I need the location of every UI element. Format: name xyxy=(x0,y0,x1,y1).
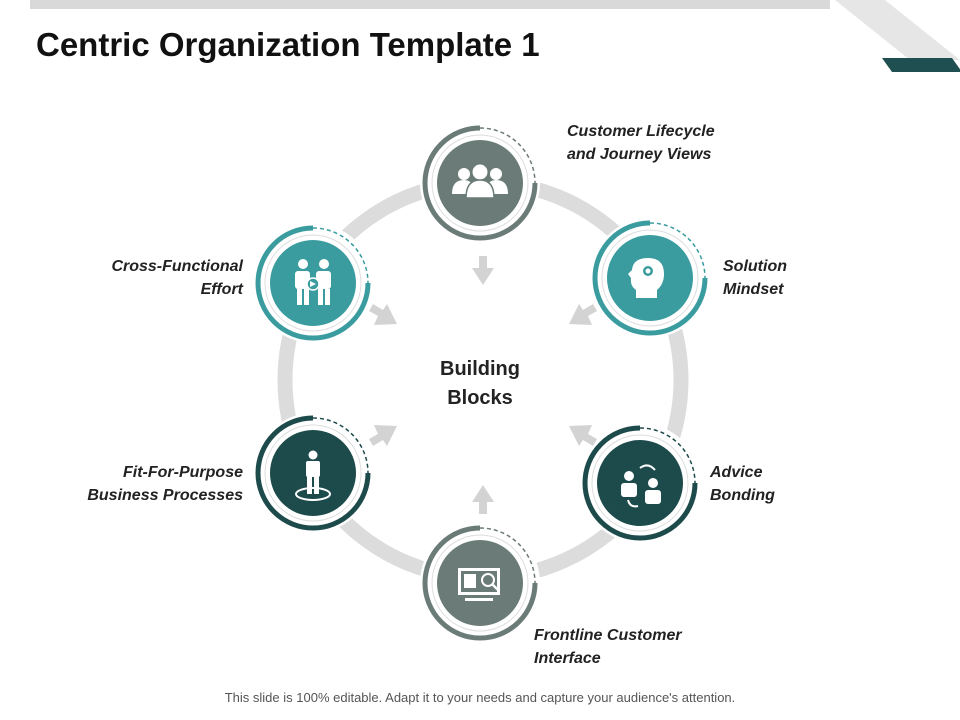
label-line: Solution xyxy=(723,258,787,275)
node-customer-lifecycle xyxy=(420,123,540,243)
node-solution-mindset xyxy=(590,218,710,338)
page-title: Centric Organization Template 1 xyxy=(36,26,540,63)
node-advice-bonding xyxy=(580,423,700,543)
head-lightbulb-icon xyxy=(628,258,664,298)
label-line: Fit-For-Purpose xyxy=(123,464,243,481)
node-fit-for-purpose xyxy=(253,413,373,533)
arrow-upper-right xyxy=(569,304,597,325)
node-cross-functional xyxy=(253,223,373,343)
footer-note: This slide is 100% editable. Adapt it to… xyxy=(224,690,736,705)
label-fit-for-purpose: Fit-For-Purpose Business Processes xyxy=(43,461,243,507)
label-line: Business Processes xyxy=(87,487,243,504)
top-decor-bar xyxy=(30,0,830,9)
arrow-lower-left xyxy=(369,425,397,446)
label-line: Customer Lifecycle xyxy=(567,123,715,140)
monitor-search-icon xyxy=(458,568,500,601)
node-frontline-customer xyxy=(420,523,540,643)
people-exchange-icon xyxy=(621,464,661,508)
arrow-top xyxy=(472,256,494,285)
center-line-2: Blocks xyxy=(447,387,513,409)
arrow-upper-left xyxy=(369,304,397,325)
inward-arrows xyxy=(369,256,597,514)
two-people-icon xyxy=(295,259,331,305)
label-line: Interface xyxy=(534,650,601,667)
center-label: Building Blocks xyxy=(400,355,560,413)
label-line: Advice xyxy=(710,464,763,481)
businessman-target-icon xyxy=(295,450,331,501)
center-line-1: Building xyxy=(440,358,520,380)
arrow-lower-right xyxy=(569,425,597,446)
corner-decoration xyxy=(835,0,960,72)
label-line: Mindset xyxy=(723,281,784,298)
label-solution-mindset: Solution Mindset xyxy=(723,255,787,301)
label-customer-lifecycle: Customer Lifecycle and Journey Views xyxy=(567,120,715,166)
label-line: Frontline Customer xyxy=(534,627,682,644)
label-cross-functional: Cross-Functional Effort xyxy=(43,255,243,301)
label-advice-bonding: Advice Bonding xyxy=(710,461,775,507)
people-group-icon xyxy=(452,164,508,199)
label-line: Effort xyxy=(200,281,243,298)
arrow-bottom xyxy=(472,485,494,514)
label-frontline-customer: Frontline Customer Interface xyxy=(534,624,682,670)
label-line: and Journey Views xyxy=(567,146,712,163)
label-line: Cross-Functional xyxy=(111,258,243,275)
label-line: Bonding xyxy=(710,487,775,504)
